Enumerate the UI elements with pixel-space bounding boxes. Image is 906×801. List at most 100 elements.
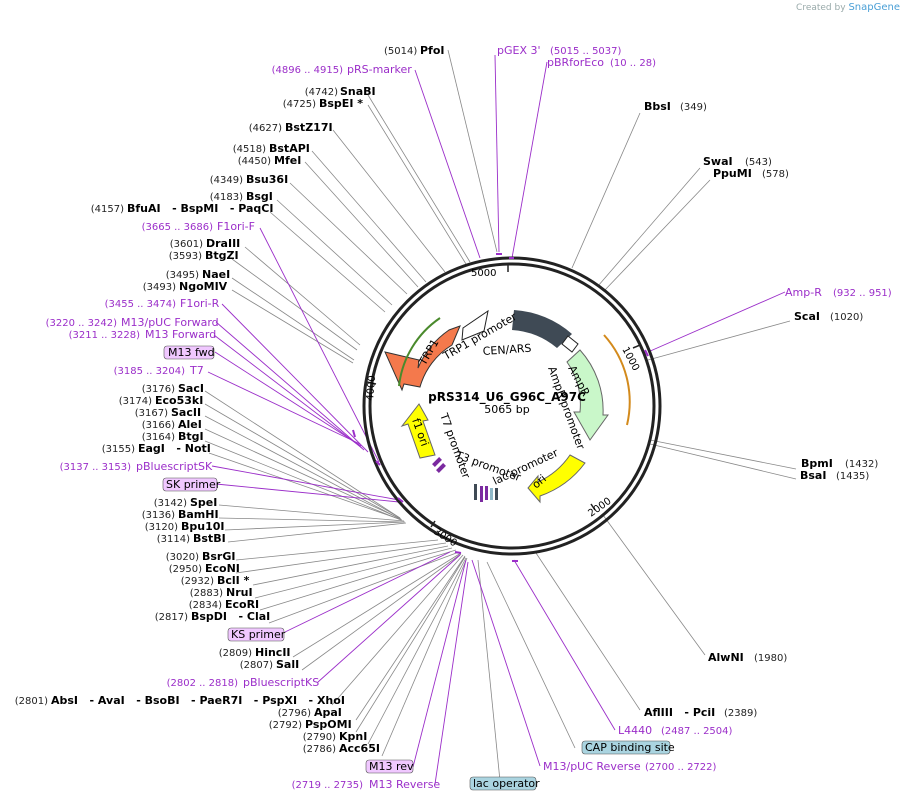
site-name-ngomiv: NgoMIV bbox=[179, 280, 228, 293]
site-pos: (2883) bbox=[190, 588, 223, 599]
primer-m13-reverse: M13 Reverse bbox=[369, 778, 440, 791]
site-pos: (1020) bbox=[830, 312, 863, 323]
f1-ori-arrow bbox=[400, 403, 436, 459]
site-name-apai: ApaI bbox=[314, 706, 342, 719]
site-pos: (4349) bbox=[210, 175, 243, 186]
primer-range: (2719 .. 2735) bbox=[292, 780, 364, 791]
m13-rev-box: M13 rev bbox=[369, 760, 414, 773]
primer-f1ori-r: F1ori-R bbox=[180, 297, 220, 310]
primer-range: (932 .. 951) bbox=[833, 288, 892, 299]
site-name-sali: SalI bbox=[276, 658, 299, 671]
site-pos: (2817) bbox=[155, 612, 188, 623]
tick-5000: 5000 bbox=[471, 268, 496, 279]
primer-labels: pGEX 3' (5015 .. 5037) pBRforEco (10 .. … bbox=[46, 44, 892, 791]
site-pos: (2792) bbox=[269, 720, 302, 731]
site-pos: (1432) bbox=[845, 459, 878, 470]
site-name-spei: SpeI bbox=[190, 496, 217, 509]
site-pos: (4157) bbox=[91, 204, 124, 215]
site-pos: (4450) bbox=[238, 156, 271, 167]
site-pos: (4518) bbox=[233, 144, 266, 155]
site-name-eco53ki: Eco53kI bbox=[155, 394, 203, 407]
site-pos: (1980) bbox=[754, 653, 787, 664]
backbone-inner bbox=[368, 262, 656, 550]
site-name-snabi: SnaBI bbox=[340, 85, 376, 98]
site-name-saci: SacI bbox=[178, 382, 204, 395]
ampr-arrow bbox=[566, 349, 609, 441]
site-name-swai: SwaI bbox=[703, 155, 733, 168]
site-name-bsu36i: Bsu36I bbox=[246, 173, 288, 186]
site-pos: (2790) bbox=[303, 732, 336, 743]
site-name-btgzi: BtgZI bbox=[205, 249, 239, 262]
site-name-bsai: BsaI bbox=[800, 469, 826, 482]
site-pos: (3493) bbox=[143, 282, 176, 293]
tick-4000: 4000 bbox=[365, 375, 378, 401]
site-pos: (2796) bbox=[278, 708, 311, 719]
primer-range: (2802 .. 2818) bbox=[167, 678, 239, 689]
site-name-acc65i: Acc65I bbox=[339, 742, 380, 755]
site-pos: (3593) bbox=[169, 251, 202, 262]
ampr-strand bbox=[603, 334, 631, 426]
site-name-bstbi: BstBI bbox=[193, 532, 226, 545]
primer-l4440: L4440 bbox=[618, 724, 652, 737]
sk-primer-box: SK primer bbox=[166, 478, 221, 491]
primer-range: (10 .. 28) bbox=[610, 58, 656, 69]
site-name-kpni: KpnI bbox=[339, 730, 367, 743]
left-sites: (4742) SnaBI (4725) BspEI * (4627) BstZ1… bbox=[15, 85, 380, 755]
site-name-btgi: BtgI bbox=[178, 430, 204, 443]
site-pos: (3167) bbox=[135, 408, 168, 419]
site-pos: (3114) bbox=[157, 534, 190, 545]
site-name-mfei: MfeI bbox=[274, 154, 301, 167]
primer-pbluescriptsk: pBluescriptSK bbox=[136, 460, 213, 473]
site-name-bpmi: BpmI bbox=[801, 457, 833, 470]
primer-range: (3185 .. 3204) bbox=[114, 366, 186, 377]
site-pos: (2834) bbox=[189, 600, 222, 611]
site-pos: (2786) bbox=[303, 744, 336, 755]
site-pos: (3495) bbox=[166, 270, 199, 281]
site-name-nrui: NruI bbox=[226, 586, 253, 599]
site-name-bspei: BspEI * bbox=[319, 97, 363, 110]
site-name-xhoi-group: AbsI - AvaI - BsoBI - PaeR7I - PspXI - X… bbox=[51, 694, 345, 707]
site-name-pspomi: PspOMI bbox=[305, 718, 352, 731]
site-pos: (4627) bbox=[249, 123, 282, 134]
site-name-bsgi: BsgI bbox=[246, 190, 273, 203]
primer-m13-forward: M13 Forward bbox=[145, 328, 216, 341]
cap-binding-site-box: CAP binding site bbox=[585, 741, 675, 754]
site-pos: (3176) bbox=[142, 384, 175, 395]
site-name-alei: AleI bbox=[178, 418, 202, 431]
site-pos: (3142) bbox=[154, 498, 187, 509]
site-pos: (1435) bbox=[836, 471, 869, 482]
primer-pgex3: pGEX 3' bbox=[497, 44, 541, 57]
primer-pbrforeco: pBRforEco bbox=[547, 56, 604, 69]
primer-pbluescriptks: pBluescriptKS bbox=[243, 676, 319, 689]
primer-amp-r: Amp-R bbox=[785, 286, 822, 299]
site-pos: (349) bbox=[680, 102, 707, 113]
primer-range: (3455 .. 3474) bbox=[105, 299, 177, 310]
site-pos: (3020) bbox=[166, 552, 199, 563]
credit-prefix: Created by bbox=[796, 3, 846, 13]
site-pos: (2950) bbox=[169, 564, 202, 575]
ampr-promoter-arrow bbox=[561, 335, 579, 353]
primer-f1ori-f: F1ori-F bbox=[217, 220, 255, 233]
snapgene-credit: Created by SnapGene bbox=[796, 2, 900, 13]
primer-m13-puc-forward: M13/pUC Forward bbox=[121, 316, 219, 329]
site-name-bstz17i: BstZ17I bbox=[285, 121, 333, 134]
site-pos: (3174) bbox=[119, 396, 152, 407]
site-name-ecori: EcoRI bbox=[225, 598, 259, 611]
site-name-naei: NaeI bbox=[202, 268, 230, 281]
site-name-bstapi: BstAPI bbox=[269, 142, 310, 155]
primer-range: (3137 .. 3153) bbox=[60, 462, 132, 473]
site-name-bamhi: BamHI bbox=[178, 508, 219, 521]
site-pos: (3164) bbox=[142, 432, 175, 443]
site-name-bcli: BclI * bbox=[217, 574, 250, 587]
trp1-strand bbox=[398, 317, 441, 387]
site-pos: (578) bbox=[762, 169, 789, 180]
tick-1000: 1000 bbox=[619, 345, 641, 373]
site-name-afliii-pcii: AflIII - PciI bbox=[644, 706, 715, 719]
lac-operator-box: lac operator bbox=[473, 777, 540, 790]
site-name-hincii: HincII bbox=[255, 646, 291, 659]
site-pos: (2932) bbox=[181, 576, 214, 587]
mcs-marks bbox=[432, 457, 498, 502]
primer-t7: T7 bbox=[189, 364, 204, 377]
primer-range: (3665 .. 3686) bbox=[142, 222, 214, 233]
snapgene-logo: SnapGene bbox=[848, 2, 900, 13]
